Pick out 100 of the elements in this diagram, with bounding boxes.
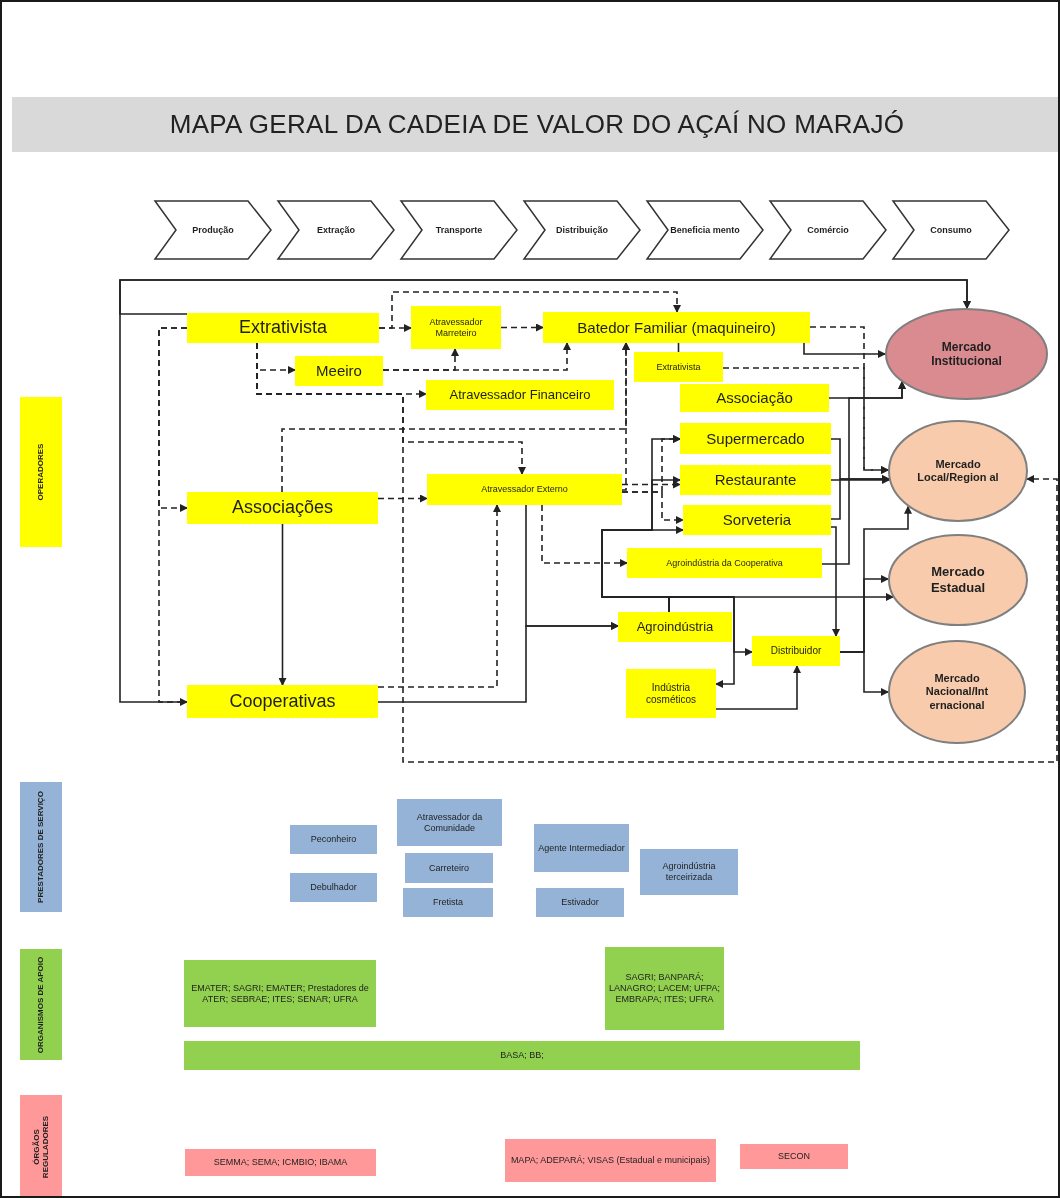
node-label: Mercado Institucional bbox=[930, 339, 1003, 369]
category-band bbox=[20, 397, 62, 547]
service-box bbox=[403, 888, 493, 917]
connector-arrow bbox=[621, 480, 681, 489]
node-label: Agroindústria terceirizada bbox=[661, 861, 717, 883]
category-label: ÓRGÃOS REGULADORES bbox=[31, 1114, 51, 1180]
support-box bbox=[184, 960, 376, 1027]
regulator-box bbox=[740, 1144, 848, 1169]
operator-box bbox=[295, 356, 383, 386]
connector-arrow bbox=[830, 476, 891, 484]
node-label: Associações bbox=[231, 497, 334, 519]
service-box bbox=[397, 799, 502, 846]
operator-box bbox=[680, 423, 831, 454]
node-label: Restaurante bbox=[714, 471, 797, 489]
service-box bbox=[290, 825, 377, 854]
node-label: Atravessador Financeiro bbox=[449, 387, 591, 403]
operator-box bbox=[411, 306, 501, 349]
node-label: SECON bbox=[778, 1151, 810, 1162]
node-label: Batedor Familiar (maquineiro) bbox=[577, 318, 776, 337]
node-label: Mercado Local/Region al bbox=[916, 457, 1000, 485]
operator-box bbox=[626, 669, 716, 718]
market-ellipse bbox=[888, 640, 1026, 744]
connector-arrow bbox=[715, 665, 801, 710]
node-label: Fretista bbox=[433, 897, 463, 908]
node-label: Distribuidor bbox=[770, 645, 822, 657]
connector-arrow bbox=[668, 593, 894, 613]
connector-arrow bbox=[830, 475, 890, 520]
operator-box bbox=[187, 313, 379, 343]
category-band bbox=[20, 1095, 62, 1196]
value-chain-stage bbox=[400, 200, 518, 260]
support-box bbox=[184, 1041, 860, 1070]
node-label: BASA; BB; bbox=[500, 1050, 544, 1061]
support-box bbox=[605, 947, 724, 1030]
connector-arrow bbox=[158, 327, 188, 706]
market-ellipse bbox=[888, 534, 1028, 626]
node-label: Peconheiro bbox=[310, 834, 357, 845]
category-band bbox=[20, 782, 62, 912]
node-label: Atravessador Externo bbox=[481, 484, 568, 495]
node-label: SAGRI; BANPARÁ; LANAGRO; LACEM; UFPA; EMBRAPA; ITES; UFRA bbox=[609, 972, 720, 1005]
node-label: Agroindústria da Cooperativa bbox=[666, 557, 783, 569]
connector-arrow bbox=[119, 279, 971, 315]
operator-box bbox=[634, 352, 723, 382]
value-chain-stage bbox=[769, 200, 887, 260]
service-box bbox=[405, 853, 493, 883]
market-ellipse bbox=[885, 308, 1048, 400]
node-label: Extrativista bbox=[239, 317, 327, 339]
connector-arrow bbox=[821, 381, 906, 565]
node-label: Mercado Nacional/Int ernacional bbox=[924, 672, 990, 712]
node-label: Carreteiro bbox=[429, 862, 469, 874]
connector-arrow bbox=[377, 504, 501, 688]
connector-arrow bbox=[803, 342, 886, 358]
node-label: Cooperativas bbox=[229, 690, 336, 713]
node-label: Produção bbox=[192, 224, 234, 236]
node-label: Agroindústria bbox=[636, 619, 714, 635]
node-label: MAPA; ADEPARÁ; VISAS (Estadual e municipais) bbox=[510, 1155, 711, 1166]
regulator-box bbox=[505, 1139, 716, 1182]
node-label: Atravessador da Comunidade bbox=[415, 811, 484, 834]
service-box bbox=[534, 824, 629, 872]
node-label: EMATER; SAGRI; EMATER; Prestadores de ATER; SEBRAE; ITES; SENAR; UFRA bbox=[190, 982, 370, 1005]
category-label: PRESTADORES DE SERVIÇO bbox=[36, 790, 46, 905]
node-label: Comércio bbox=[807, 224, 849, 236]
connector-arrow bbox=[541, 504, 628, 567]
node-label: Consumo bbox=[930, 224, 972, 236]
node-label: SEMMA; SEMA; ICMBIO; IBAMA bbox=[213, 1157, 348, 1168]
node-label: Sorveteria bbox=[722, 511, 792, 529]
connector-arrow bbox=[500, 323, 544, 332]
value-chain-stage bbox=[154, 200, 272, 260]
operator-box bbox=[627, 548, 822, 578]
connector-arrow bbox=[621, 491, 684, 524]
node-label: Meeiro bbox=[316, 362, 362, 380]
node-label: Indústria cosméticos bbox=[645, 681, 697, 706]
service-box bbox=[640, 849, 738, 895]
connector-arrow bbox=[382, 342, 571, 371]
service-box bbox=[290, 873, 377, 902]
node-label: Associação bbox=[716, 389, 793, 407]
operator-box bbox=[680, 465, 831, 495]
operator-box bbox=[543, 312, 810, 343]
category-label: OPERADORES bbox=[36, 442, 46, 503]
node-label: Extrativista bbox=[656, 361, 701, 373]
value-chain-stage bbox=[892, 200, 1010, 260]
operator-box bbox=[187, 492, 378, 524]
category-band bbox=[20, 949, 62, 1060]
connector-arrow bbox=[722, 367, 889, 474]
connector-arrow bbox=[621, 342, 630, 491]
node-label: Atravessador Marreteiro bbox=[428, 316, 484, 339]
operator-box bbox=[752, 636, 840, 666]
regulator-box bbox=[185, 1149, 376, 1176]
connector-arrow bbox=[278, 523, 287, 686]
node-label: Beneficia mento bbox=[670, 224, 740, 236]
value-chain-stage bbox=[523, 200, 641, 260]
diagram-title: MAPA GERAL DA CADEIA DE VALOR DO AÇAÍ NO MARAJÓ bbox=[169, 109, 905, 140]
node-label: Extração bbox=[317, 224, 355, 236]
node-label: Transporte bbox=[435, 224, 483, 236]
value-chain-stage bbox=[277, 200, 395, 260]
node-label: Estivador bbox=[561, 897, 599, 908]
operator-box bbox=[426, 380, 614, 410]
connector-arrow bbox=[830, 526, 840, 637]
node-label: Mercado Estadual bbox=[929, 564, 987, 596]
node-label: Distribuição bbox=[556, 224, 608, 236]
service-box bbox=[536, 888, 624, 917]
